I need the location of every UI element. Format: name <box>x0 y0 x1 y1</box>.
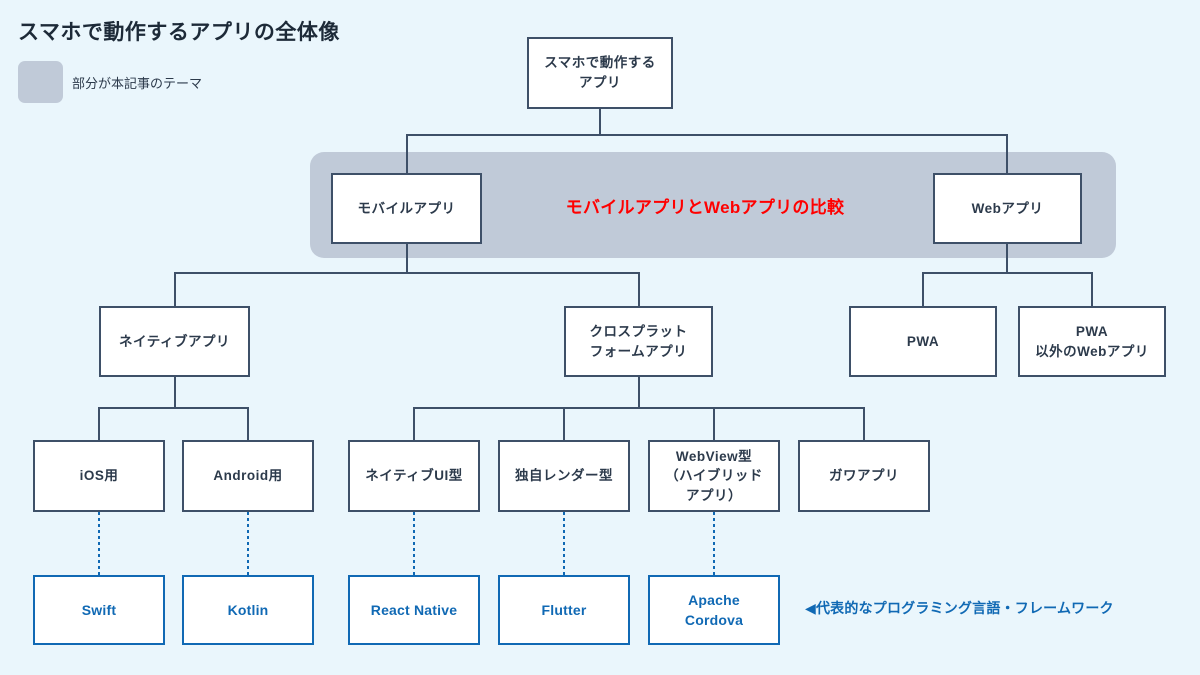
connector-mobile-bus <box>174 272 640 274</box>
connector-android-kotlin <box>247 512 249 575</box>
node-apache-cordova[interactable]: Apache Cordova <box>648 575 780 645</box>
connector-ownrender-flutter <box>563 512 565 575</box>
connector-to-android <box>247 407 249 440</box>
connector-to-native <box>174 272 176 306</box>
node-non-pwa-web-app[interactable]: PWA 以外のWebアプリ <box>1018 306 1166 377</box>
connector-mobile-stem <box>406 243 408 274</box>
node-flutter[interactable]: Flutter <box>498 575 630 645</box>
node-gawa-app[interactable]: ガワアプリ <box>798 440 930 512</box>
connector-to-nonpwa <box>1091 272 1093 306</box>
connector-crossplatform-bus <box>413 407 865 409</box>
node-crossplatform-line2: フォームアプリ <box>589 343 688 359</box>
node-own-renderer-label: 独自レンダー型 <box>515 468 613 484</box>
connector-root-stem <box>599 109 601 135</box>
node-webview-type[interactable]: WebView型 （ハイブリッド アプリ） <box>648 440 780 512</box>
node-pwa[interactable]: PWA <box>849 306 997 377</box>
connector-web-stem <box>1006 243 1008 274</box>
connector-to-nativeui <box>413 407 415 440</box>
node-ios-label: iOS用 <box>79 468 119 484</box>
node-swift[interactable]: Swift <box>33 575 165 645</box>
node-react-native[interactable]: React Native <box>348 575 480 645</box>
node-android[interactable]: Android用 <box>182 440 314 512</box>
node-crossplatform-line1: クロスプラット <box>589 323 688 339</box>
connector-to-gawa <box>863 407 865 440</box>
node-swift-label: Swift <box>81 601 117 618</box>
node-webview-line1: WebView型 <box>675 448 753 464</box>
node-pwa-label: PWA <box>906 333 940 349</box>
connector-to-mobile <box>406 134 408 173</box>
page-title: スマホで動作するアプリの全体像 <box>18 21 340 44</box>
connector-web-bus <box>922 272 1092 274</box>
connector-native-bus <box>98 407 249 409</box>
node-android-label: Android用 <box>213 468 283 484</box>
node-flutter-label: Flutter <box>541 601 587 618</box>
node-cordova-line2: Cordova <box>684 612 744 628</box>
node-cordova-line1: Apache <box>688 591 740 608</box>
connector-to-webview <box>713 407 715 440</box>
connector-crossplatform-stem <box>638 377 640 408</box>
node-mobile-app[interactable]: モバイルアプリ <box>331 173 482 244</box>
node-native-ui-type[interactable]: ネイティブUI型 <box>348 440 480 512</box>
connector-ios-swift <box>98 512 100 575</box>
node-crossplatform-app[interactable]: クロスプラット フォームアプリ <box>564 306 713 377</box>
node-non-pwa-line1: PWA <box>1075 323 1109 339</box>
language-annotation: ◀代表的なプログラミング言語・フレームワーク <box>805 600 1114 616</box>
connector-webview-cordova <box>713 512 715 575</box>
node-kotlin-label: Kotlin <box>227 601 269 618</box>
node-root-line1: スマホで動作する <box>544 55 656 71</box>
node-mobile-app-label: モバイルアプリ <box>357 200 456 216</box>
connector-to-web <box>1006 134 1008 173</box>
node-native-app[interactable]: ネイティブアプリ <box>99 306 250 377</box>
connector-native-stem <box>174 377 176 408</box>
node-non-pwa-line2: 以外のWebアプリ <box>1035 343 1149 359</box>
node-webview-line2: （ハイブリッド <box>665 468 763 484</box>
legend-swatch <box>18 61 63 103</box>
node-gawa-label: ガワアプリ <box>829 468 899 484</box>
connector-to-ownrender <box>563 407 565 440</box>
connector-nativeui-reactnative <box>413 512 415 575</box>
node-ios[interactable]: iOS用 <box>33 440 165 512</box>
connector-to-pwa <box>922 272 924 306</box>
node-webview-line3: アプリ） <box>685 487 742 503</box>
node-native-ui-label: ネイティブUI型 <box>365 468 463 484</box>
node-web-app[interactable]: Webアプリ <box>933 173 1082 244</box>
legend-note: 部分が本記事のテーマ <box>72 76 203 91</box>
connector-to-crossplatform <box>638 272 640 306</box>
node-react-native-label: React Native <box>370 601 458 618</box>
connector-level2-bus <box>406 134 1008 136</box>
band-label: モバイルアプリとWebアプリの比較 <box>565 198 845 217</box>
node-web-app-label: Webアプリ <box>971 200 1044 216</box>
node-native-app-label: ネイティブアプリ <box>119 333 230 349</box>
node-own-renderer-type[interactable]: 独自レンダー型 <box>498 440 630 512</box>
node-root-line2: アプリ <box>578 75 621 90</box>
node-root[interactable]: スマホで動作する アプリ <box>527 37 673 109</box>
connector-to-ios <box>98 407 100 440</box>
node-kotlin[interactable]: Kotlin <box>182 575 314 645</box>
